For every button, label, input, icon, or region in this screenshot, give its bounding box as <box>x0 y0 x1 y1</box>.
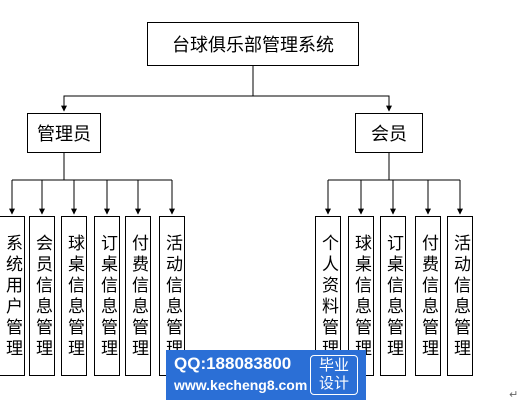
watermark-banner: QQ:188083800 www.kecheng8.com 毕业 设计 <box>166 350 366 400</box>
member-child-booking-info: 订桌信息管理 <box>380 216 406 376</box>
admin-child-payment-info: 付费信息管理 <box>125 216 151 376</box>
watermark-badge-line2: 设计 <box>318 375 349 392</box>
watermark-qq: QQ:188083800 <box>174 354 292 373</box>
admin-child-activity-info: 活动信息管理 <box>159 216 185 376</box>
admin-child-member-info: 会员信息管理 <box>29 216 55 376</box>
paragraph-mark-icon: ↵ <box>509 388 519 401</box>
admin-child-table-info: 球桌信息管理 <box>61 216 87 376</box>
admin-child-booking-info: 订桌信息管理 <box>94 216 120 376</box>
member-node: 会员 <box>355 113 423 153</box>
root-node: 台球俱乐部管理系统 <box>147 22 359 66</box>
watermark-url: www.kecheng8.com <box>174 377 308 393</box>
member-child-payment-info: 付费信息管理 <box>415 216 441 376</box>
member-child-table-info: 球桌信息管理 <box>348 216 374 376</box>
member-child-profile: 个人资料管理 <box>315 216 341 376</box>
admin-child-system-users: 系统用户管理 <box>0 216 25 376</box>
watermark-badge-line1: 毕业 <box>318 357 349 374</box>
watermark-badge: 毕业 设计 <box>310 355 358 395</box>
admin-node: 管理员 <box>27 113 101 153</box>
member-child-activity-info: 活动信息管理 <box>447 216 473 376</box>
